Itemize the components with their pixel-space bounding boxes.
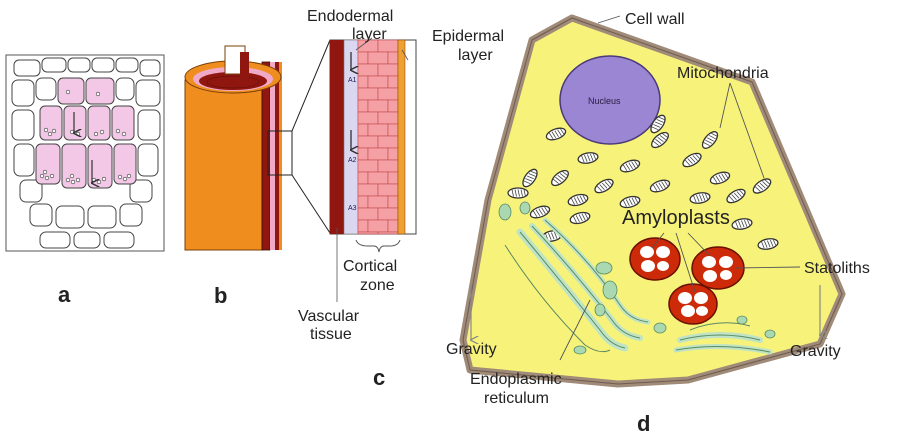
cortical-cell: [358, 196, 368, 208]
marker-a1: A1: [348, 77, 357, 84]
cell-wall-label: Cell wall: [625, 11, 685, 28]
cortical-cell: [358, 160, 378, 172]
vascular-label-1: Vascular: [298, 308, 360, 325]
cortical-cell: [358, 100, 368, 112]
cortical-cell: [388, 124, 398, 136]
zoom-line-bottom: [292, 175, 330, 233]
gravity-right-label: Gravity: [790, 343, 841, 360]
cortical-cell: [368, 148, 388, 160]
cortical-cell: [368, 172, 388, 184]
cortical-cell: [388, 100, 398, 112]
cortical-brace: [356, 240, 400, 252]
cortical-cell: [378, 112, 398, 124]
cortical-cell: [358, 172, 368, 184]
vascular-label-2: tissue: [310, 326, 352, 343]
cortical-cell: [378, 88, 398, 100]
cortical-cell: [368, 220, 388, 232]
cortical-cell: [368, 76, 388, 88]
cortical-cell: [388, 148, 398, 160]
cortical-cell: [358, 136, 378, 148]
cortical-cell: [368, 196, 388, 208]
epidermal-band: [398, 40, 405, 234]
panel-label-c: c: [373, 365, 385, 390]
cortical-cell: [388, 196, 398, 208]
cortical-cell: [368, 52, 388, 64]
cell-body: [463, 18, 842, 384]
tissue-detail: A1 A2 A3: [330, 40, 416, 234]
panel-label-d: d: [637, 411, 650, 433]
statoliths-label: Statoliths: [804, 260, 870, 277]
cortical-cell: [388, 52, 398, 64]
cortical-band: [358, 40, 398, 234]
cortical-cell: [378, 64, 398, 76]
mitochondria-label: Mitochondria: [677, 65, 769, 82]
er-label-1: Endoplasmic: [470, 371, 562, 388]
cortical-cell: [368, 100, 388, 112]
panel-label-a: a: [58, 282, 71, 307]
cortical-cell: [388, 76, 398, 88]
epidermal-label-1: Epidermal: [432, 28, 504, 45]
epidermal-label-2: layer: [458, 47, 493, 64]
cortical-cell: [358, 148, 368, 160]
cortical-cell: [388, 220, 398, 232]
cortical-cell: [358, 52, 368, 64]
cortical-cell: [358, 76, 368, 88]
cortical-cell: [358, 208, 378, 220]
cortical-cell: [368, 124, 388, 136]
statocyte-cell: Nucleus: [463, 18, 842, 384]
marker-a2: A2: [348, 157, 357, 164]
endodermal-label-2: layer: [352, 26, 387, 43]
cortical-cell: [358, 184, 378, 196]
cortical-cell: [358, 124, 368, 136]
cortical-cell: [388, 172, 398, 184]
cortical-cell: [378, 208, 398, 220]
cortical-cell: [378, 232, 398, 234]
nucleus-label: Nucleus: [588, 96, 621, 106]
root-cylinder: [185, 46, 292, 250]
cortical-cell: [378, 136, 398, 148]
cortical-cell: [358, 220, 368, 232]
cortical-label-1: Cortical: [343, 258, 397, 275]
cortical-cell: [378, 184, 398, 196]
zoom-line-top: [292, 40, 330, 131]
root-cap-diagram: [6, 55, 164, 251]
er-label-2: reticulum: [484, 390, 549, 407]
amyloplasts-label: Amyloplasts: [622, 207, 730, 229]
amyloplast-3: [669, 284, 717, 324]
cortical-cell: [358, 64, 378, 76]
cortical-cell: [358, 112, 378, 124]
marker-a3: A3: [348, 205, 357, 212]
cortical-cell: [358, 232, 378, 234]
endodermal-label-1: Endodermal: [307, 8, 393, 25]
gravity-left-label: Gravity: [446, 341, 497, 358]
cortical-label-2: zone: [360, 277, 395, 294]
panel-label-b: b: [214, 283, 227, 308]
mitochondrion: [508, 188, 528, 198]
vascular-band: [330, 40, 344, 234]
cortical-cell: [358, 88, 378, 100]
cortical-cell: [378, 160, 398, 172]
